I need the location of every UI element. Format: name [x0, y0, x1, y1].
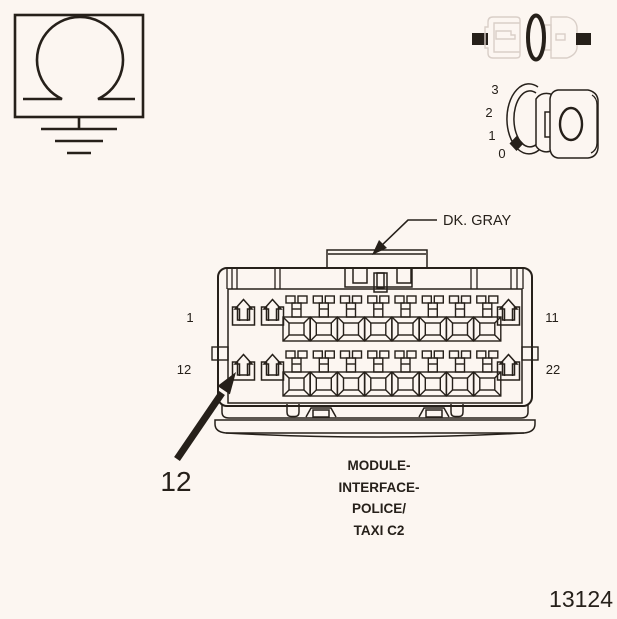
- left-side-notch: [211, 346, 229, 361]
- seal-ring: [526, 13, 546, 62]
- ground-symbol: [41, 117, 117, 155]
- ignition-position-label: 2: [485, 105, 492, 120]
- ignition-position-label: 1: [488, 128, 495, 143]
- terminal-pin: [336, 295, 366, 342]
- ignition-position-label: 3: [491, 82, 498, 97]
- pin-row2-right-label: 22: [546, 362, 560, 377]
- position-marker-diamond: [509, 136, 524, 151]
- inline-connector-icon: [472, 13, 591, 62]
- terminal-pin: [418, 295, 447, 342]
- svg-text:INTERFACE-: INTERFACE-: [339, 480, 420, 495]
- pin-row1-right-label: 11: [545, 310, 559, 325]
- terminal-pin: [309, 295, 338, 342]
- terminal-pin: [231, 298, 256, 326]
- pin-row2-left-label: 12: [177, 362, 191, 377]
- connector-diagram: 1 11 12 22 DK. GRAY 12 MODULE- INTERFACE…: [160, 213, 560, 538]
- color-callout: DK. GRAY: [372, 213, 512, 255]
- connector-name-label: MODULE- INTERFACE- POLICE/ TAXI C2: [339, 458, 420, 538]
- color-callout-arrowhead: [372, 240, 387, 255]
- connector-bottom-bezel: [214, 419, 536, 438]
- terminal-pin: [260, 298, 285, 326]
- ignition-position-label: 0: [498, 146, 505, 161]
- terminal-pin-grid: [231, 295, 521, 397]
- terminal-pin: [391, 295, 420, 342]
- terminal-pin: [309, 350, 338, 397]
- lock-cylinder: [535, 92, 554, 153]
- terminal-pin: [445, 295, 475, 342]
- pin-12-callout: 12: [160, 372, 236, 497]
- terminal-pin: [282, 350, 311, 397]
- connector-lock-tab: [326, 249, 428, 293]
- terminal-pin: [231, 353, 256, 381]
- figure-number: 13124: [549, 586, 613, 612]
- terminal-pin: [364, 295, 393, 342]
- highlighted-pin-label: 12: [160, 466, 191, 497]
- svg-text:MODULE-: MODULE-: [348, 458, 411, 473]
- terminal-pin: [336, 350, 366, 397]
- shell-top-band: [226, 269, 524, 289]
- terminal-pin: [282, 295, 311, 342]
- svg-text:TAXI C2: TAXI C2: [354, 523, 405, 538]
- terminal-pin: [418, 350, 447, 397]
- key-hole: [558, 106, 584, 142]
- left-wire-stub: [472, 33, 488, 45]
- connector-halves: [484, 16, 578, 59]
- right-wire-stub: [576, 33, 591, 45]
- pin-12-arrow-shaft: [174, 391, 225, 461]
- svg-text:POLICE/: POLICE/: [352, 501, 406, 516]
- terminal-pin: [445, 350, 475, 397]
- terminal-pin: [391, 350, 420, 397]
- pin-12-arrowhead: [217, 372, 236, 395]
- terminal-pin: [260, 353, 285, 381]
- right-side-notch: [521, 346, 539, 361]
- connector-bottom-rail: [221, 404, 529, 419]
- key-bow: [549, 89, 599, 159]
- terminal-pin: [364, 350, 393, 397]
- connector-face: [227, 288, 523, 404]
- omega-symbol: [23, 15, 135, 101]
- color-label: DK. GRAY: [443, 213, 512, 229]
- ignition-switch-icon: 3 2 1 0: [485, 82, 599, 161]
- pin-row1-left-label: 1: [186, 310, 193, 325]
- connector-shell: [217, 267, 533, 407]
- ohmmeter-ground-icon: [13, 13, 145, 155]
